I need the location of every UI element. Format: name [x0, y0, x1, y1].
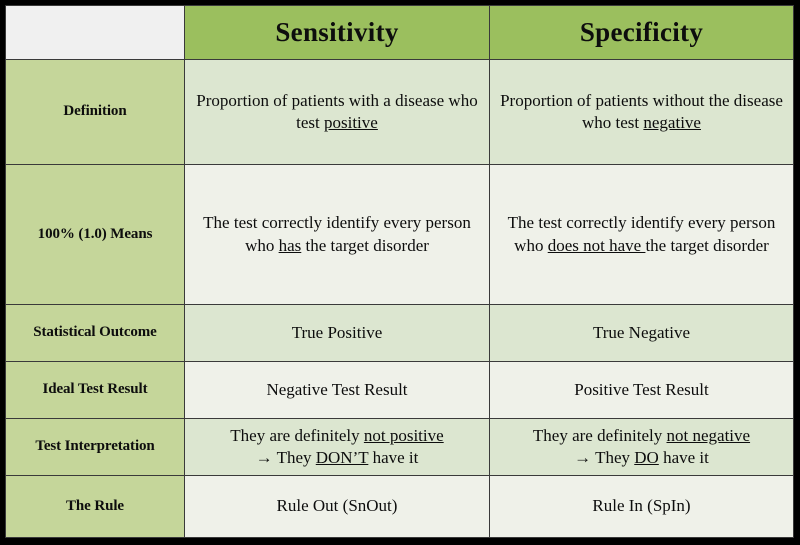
cell-line1-underlined: not negative	[666, 425, 751, 445]
cell-line1-pre: They are definitely	[532, 425, 667, 445]
cell-text: True Positive	[291, 322, 383, 342]
cell-text-post: the target disorder	[301, 235, 429, 255]
cell-means-sensitivity: The test correctly identify every person…	[184, 164, 490, 305]
table-row: 100% (1.0) Means The test correctly iden…	[5, 164, 794, 305]
cell-text-pre: The test correctly identify every person…	[203, 213, 471, 255]
cell-text-pre: The test correctly identify every person…	[507, 213, 776, 255]
cell-statistical-outcome-sensitivity: True Positive	[184, 304, 490, 362]
cell-line2-underlined: DON’T	[315, 448, 369, 467]
cell-the-rule-specificity: Rule In (SpIn)	[489, 475, 794, 538]
cell-test-interpretation-sensitivity: They are definitely not positive → They …	[184, 418, 490, 476]
row-label-ideal-test-result: Ideal Test Result	[5, 361, 185, 419]
table-row: Ideal Test Result Negative Test Result P…	[5, 361, 794, 419]
cell-definition-specificity: Proportion of patients without the disea…	[489, 59, 794, 165]
cell-line1-pre: They are definitely	[230, 425, 364, 445]
header-specificity: Specificity	[489, 5, 794, 60]
cell-text-underlined: does not have	[547, 235, 646, 255]
cell-ideal-test-result-specificity: Positive Test Result	[489, 361, 794, 419]
table-row: Test Interpretation They are definitely …	[5, 418, 794, 476]
cell-text: Positive Test Result	[574, 379, 709, 399]
cell-definition-sensitivity: Proportion of patients with a disease wh…	[184, 59, 490, 165]
header-sensitivity: Sensitivity	[184, 5, 490, 60]
cell-line2-pre: → They	[255, 448, 316, 467]
table-header-row: Sensitivity Specificity	[5, 5, 794, 60]
cell-text: Negative Test Result	[266, 379, 408, 399]
cell-line2-post: have it	[368, 448, 419, 467]
table-row: Definition Proportion of patients with a…	[5, 59, 794, 165]
cell-statistical-outcome-specificity: True Negative	[489, 304, 794, 362]
row-label-the-rule: The Rule	[5, 475, 185, 538]
cell-line2-post: have it	[658, 448, 709, 467]
cell-text-pre: Proportion of patients without the disea…	[500, 90, 783, 132]
cell-text-underlined: positive	[324, 113, 378, 132]
row-label-definition: Definition	[5, 59, 185, 165]
cell-ideal-test-result-sensitivity: Negative Test Result	[184, 361, 490, 419]
table-row: Statistical Outcome True Positive True N…	[5, 304, 794, 362]
cell-the-rule-sensitivity: Rule Out (SnOut)	[184, 475, 490, 538]
row-label-100-percent-means: 100% (1.0) Means	[5, 164, 185, 305]
header-empty-cell	[5, 5, 185, 60]
cell-text: True Negative	[592, 322, 691, 342]
row-label-test-interpretation: Test Interpretation	[5, 418, 185, 476]
cell-text-underlined: negative	[643, 113, 701, 132]
row-label-statistical-outcome: Statistical Outcome	[5, 304, 185, 362]
cell-text-underlined: has	[278, 235, 302, 255]
cell-text-pre: Proportion of patients with a disease wh…	[196, 90, 478, 132]
cell-text: Rule In (SpIn)	[592, 496, 691, 516]
cell-line2-pre: → They	[574, 448, 635, 467]
cell-test-interpretation-specificity: They are definitely not negative → They …	[489, 418, 794, 476]
table-row: The Rule Rule Out (SnOut) Rule In (SpIn)	[5, 475, 794, 538]
cell-text-post: the target disorder	[645, 235, 769, 255]
cell-text: Rule Out (SnOut)	[276, 496, 398, 516]
cell-line1-underlined: not positive	[363, 425, 444, 445]
sensitivity-specificity-table: Sensitivity Specificity Definition Propo…	[5, 5, 794, 538]
cell-line2-underlined: DO	[634, 448, 659, 467]
cell-means-specificity: The test correctly identify every person…	[489, 164, 794, 305]
